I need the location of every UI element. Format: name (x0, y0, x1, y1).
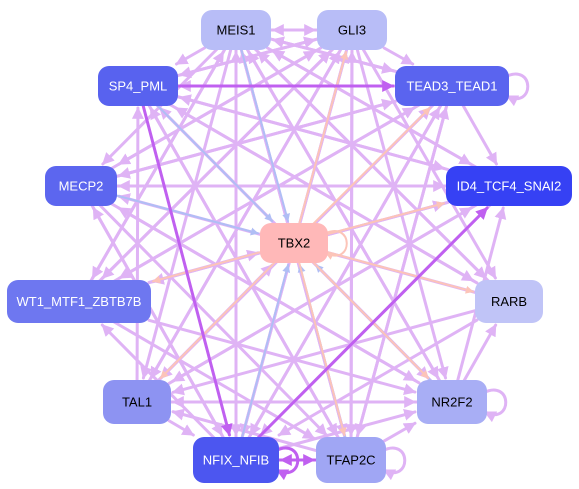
edge-tfap2c-to-nr2f2 (382, 421, 417, 443)
edge-nfix_nfib-to-tbx2 (240, 264, 291, 440)
node-box-wt1_mtf1_zbtb7b (7, 280, 151, 323)
edge-tead3_tead1-to-tead3_tead1 (503, 72, 530, 107)
node-box-tead3_tead1 (395, 66, 509, 106)
node-box-tal1 (103, 380, 171, 424)
edge-id4_tcf4_snai2-to-sp4_pml (178, 94, 450, 172)
node-label-tal1: TAL1 (122, 395, 152, 410)
node-rarb: RARB (475, 280, 543, 323)
edge-tbx2-to-tead3_tead1 (311, 107, 431, 226)
node-tfap2c: TFAP2C (316, 437, 386, 483)
node-label-tbx2: TBX2 (278, 236, 311, 251)
edge-tbx2-to-tfap2c (297, 260, 347, 436)
edge-sp4_pml-to-tbx2 (154, 103, 274, 222)
edge-tfap2c-to-sp4_pml (149, 106, 341, 441)
node-box-mecp2 (45, 166, 117, 206)
edge-rarb-to-tal1 (171, 308, 479, 396)
edge-tal1-to-sp4_pml (131, 106, 144, 384)
edge-tbx2-to-rarb (325, 250, 474, 294)
edge-tal1-to-id4_tcf4_snai2 (167, 206, 473, 385)
edge-tbx2-to-tal1 (159, 260, 278, 379)
node-box-nfix_nfib (193, 437, 279, 483)
edge-tfap2c-to-tfap2c (380, 446, 407, 481)
node-wt1_mtf1_zbtb7b: WT1_MTF1_ZBTB7B (7, 280, 151, 323)
node-nfix_nfib: NFIX_NFIB (193, 437, 279, 483)
edge-nr2f2-to-rarb (461, 323, 498, 384)
edge-id4_tcf4_snai2-to-meis1 (271, 49, 479, 170)
node-label-sp4_pml: SP4_PML (109, 79, 168, 94)
edge-tfap2c-to-tal1 (171, 408, 320, 453)
edge-tead3_tead1-to-id4_tcf4_snai2 (460, 102, 498, 166)
edge-tbx2-to-gli3 (297, 51, 348, 226)
node-box-sp4_pml (98, 66, 178, 106)
node-label-meis1: MEIS1 (216, 23, 255, 38)
edge-tfap2c-to-gli3 (345, 50, 358, 441)
edge-tbx2-to-nr2f2 (310, 260, 430, 379)
edge-nr2f2-to-meis1 (247, 50, 442, 384)
node-box-tfap2c (316, 437, 386, 483)
node-label-nr2f2: NR2F2 (431, 395, 472, 410)
edge-nfix_nfib-to-id4_tcf4_snai2 (255, 206, 489, 441)
node-mecp2: MECP2 (45, 166, 117, 206)
edge-gli3-to-tead3_tead1 (382, 46, 415, 66)
edge-mecp2-to-tead3_tead1 (113, 98, 395, 179)
edge-nfix_nfib-to-mecp2 (91, 206, 226, 441)
edge-tal1-to-nfix_nfib (167, 419, 195, 437)
node-box-id4_tcf4_snai2 (446, 166, 572, 206)
node-label-tfap2c: TFAP2C (326, 453, 375, 468)
node-label-wt1_mtf1_zbtb7b: WT1_MTF1_ZBTB7B (17, 294, 142, 309)
node-box-nr2f2 (417, 380, 487, 424)
node-label-gli3: GLI3 (338, 23, 366, 38)
edge-wt1_mtf1_zbtb7b-to-tfap2c (110, 319, 316, 440)
node-tal1: TAL1 (103, 380, 171, 424)
node-sp4_pml: SP4_PML (98, 66, 178, 106)
edge-mecp2-to-tbx2 (114, 194, 259, 236)
node-label-rarb: RARB (491, 294, 527, 309)
node-label-mecp2: MECP2 (59, 179, 104, 194)
node-label-tead3_tead1: TEAD3_TEAD1 (406, 79, 497, 94)
node-label-id4_tcf4_snai2: ID4_TCF4_SNAI2 (457, 179, 562, 194)
node-box-tbx2 (260, 223, 328, 263)
edge-tbx2-to-id4_tcf4_snai2 (325, 201, 445, 236)
node-label-nfix_nfib: NFIX_NFIB (203, 453, 269, 468)
node-gli3: GLI3 (317, 10, 387, 50)
node-box-meis1 (201, 10, 271, 50)
node-box-gli3 (317, 10, 387, 50)
node-nr2f2: NR2F2 (417, 380, 487, 424)
edge-rarb-to-nfix_nfib (277, 318, 479, 437)
node-meis1: MEIS1 (201, 10, 271, 50)
edge-mecp2-to-gli3 (110, 49, 317, 170)
edge-meis1-to-sp4_pml (175, 46, 206, 66)
edge-rarb-to-sp4_pml (174, 106, 479, 285)
edge-tbx2-to-tbx2 (323, 230, 348, 260)
edge-nfix_nfib-to-tead3_tead1 (246, 106, 441, 441)
edge-tal1-to-gli3 (147, 50, 341, 384)
edge-nr2f2-to-mecp2 (117, 206, 421, 385)
edge-meis1-to-tbx2 (239, 47, 290, 222)
node-box-rarb (475, 280, 543, 323)
edge-tbx2-to-wt1_mtf1_zbtb7b (152, 250, 263, 284)
edge-wt1_mtf1_zbtb7b-to-tead3_tead1 (111, 106, 416, 284)
edge-nr2f2-to-nr2f2 (481, 388, 508, 423)
edge-tfap2c-to-tead3_tead1 (355, 106, 450, 441)
node-id4_tcf4_snai2: ID4_TCF4_SNAI2 (446, 166, 572, 206)
node-tbx2: TBX2 (260, 223, 328, 263)
node-tead3_tead1: TEAD3_TEAD1 (395, 66, 509, 106)
edge-sp4_pml-to-nfix_nfib (141, 102, 233, 437)
